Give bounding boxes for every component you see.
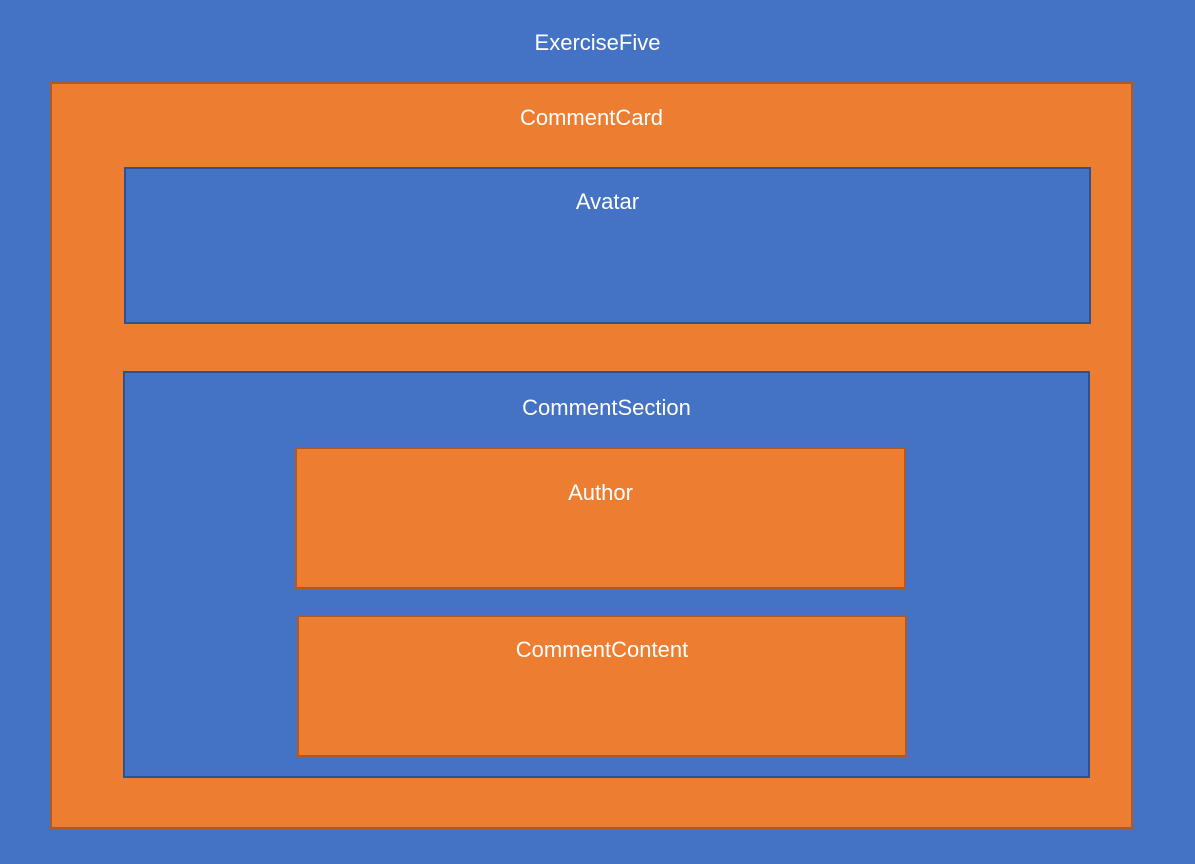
comment-card-label: CommentCard (519, 105, 664, 130)
comment-content-label: CommentContent (515, 637, 689, 662)
author-label: Author (568, 480, 633, 505)
author-box: Author (295, 447, 906, 589)
avatar-box: Avatar (124, 167, 1091, 324)
diagram-title: ExerciseFive (534, 30, 661, 55)
comment-content-box: CommentContent (297, 615, 907, 757)
avatar-label: Avatar (575, 189, 640, 214)
comment-card-box: CommentCard Avatar CommentSection Author… (50, 82, 1133, 829)
comment-section-label: CommentSection (522, 395, 691, 420)
comment-section-box: CommentSection Author CommentContent (123, 371, 1090, 778)
